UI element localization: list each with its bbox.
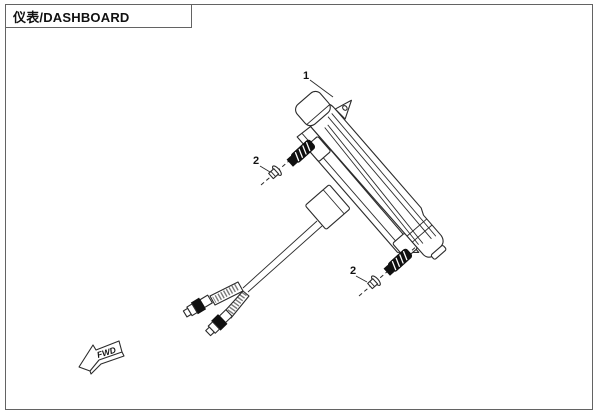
end-step-line [412, 224, 433, 243]
page-title: 仪表/DASHBOARD [13, 9, 130, 25]
callout-2b-label: 2 [350, 265, 356, 277]
fwd-direction-arrow: FWD [78, 340, 125, 375]
panel-line [327, 116, 432, 240]
end-step-line [406, 218, 428, 237]
harness-connector-1 [182, 294, 213, 318]
bezel-flange [296, 125, 420, 253]
panel-line [327, 124, 424, 244]
end-tab [430, 245, 447, 260]
connector-stem [305, 184, 350, 230]
tab-hole [342, 105, 348, 111]
cap-seam-line [306, 104, 330, 125]
wire-harness [182, 220, 323, 337]
flange-bolt-2 [367, 275, 381, 290]
leader-line [259, 165, 271, 173]
page-border [5, 4, 593, 410]
braid-sleeve [226, 290, 247, 317]
wire-line [247, 225, 323, 293]
panel-line [324, 127, 419, 245]
connector-stem-line [322, 189, 345, 215]
top-cap [295, 90, 331, 127]
wire-line [242, 220, 318, 289]
braid-outline [209, 281, 244, 306]
mount-screw-2 [383, 248, 413, 276]
callout-1-label: 1 [303, 70, 309, 82]
braid-sleeve [212, 283, 239, 304]
flange-bolt-1 [268, 165, 282, 180]
arrow-outline [78, 340, 123, 372]
mount-screw-1 [286, 139, 316, 167]
title-block: 仪表/DASHBOARD [5, 4, 192, 28]
callout-2b: 2 [350, 265, 368, 283]
callout-2a-label: 2 [253, 155, 259, 167]
leader-line [355, 275, 368, 283]
harness-connector-2 [205, 309, 233, 337]
panel-line [331, 113, 437, 237]
arrow-side-face [89, 351, 125, 375]
callout-2a: 2 [253, 155, 271, 173]
dashboard-unit-drawing [295, 90, 447, 260]
leader-line [309, 79, 334, 98]
callout-1: 1 [303, 70, 334, 98]
back-cover [308, 103, 444, 258]
